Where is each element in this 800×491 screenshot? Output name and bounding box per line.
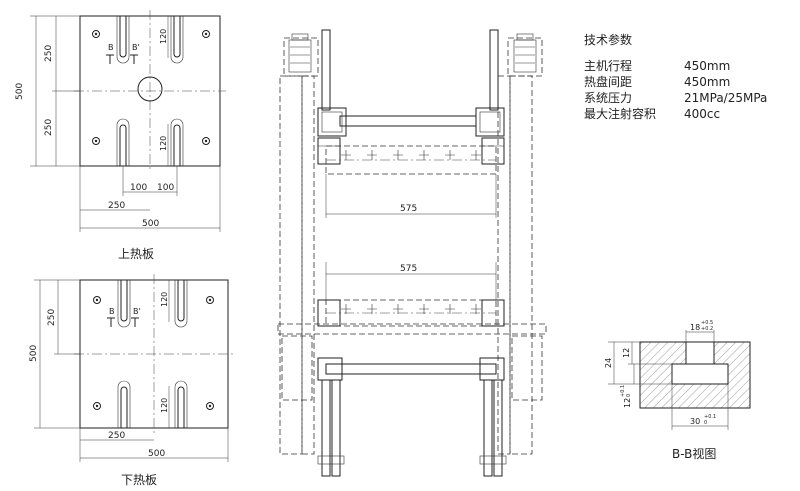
section-caption: B-B视图 <box>672 446 716 461</box>
dim-bottom-width: 30 <box>690 417 700 426</box>
dim-top-span: 575 <box>400 204 417 214</box>
guide-rod <box>483 379 493 477</box>
spec-table: 技术参数 主机行程 450mm 热盘间距 450mm 系统压力 21MPa/25… <box>584 32 767 121</box>
spec-label: 主机行程 <box>584 58 632 73</box>
top-plate-caption: 上热板 <box>118 247 154 261</box>
plus-marker <box>341 304 481 314</box>
dim-bottom-span: 575 <box>400 264 417 274</box>
dim-depth-12: 12 <box>622 348 631 358</box>
dim-slot-top: 120 <box>159 29 168 44</box>
center-hole <box>137 76 163 102</box>
dim-half-height-top: 250 <box>44 45 54 62</box>
spec-label: 热盘间距 <box>584 74 632 89</box>
dim-height: 500 <box>29 345 39 362</box>
spec-label: 最大注射容积 <box>584 106 656 121</box>
lower-platen <box>277 323 547 335</box>
dim-slot-left: 100 <box>130 183 147 193</box>
t-slot <box>117 280 188 428</box>
dim-top-tol-lower: +0.2 <box>701 326 713 332</box>
bottom-crossbeam <box>325 363 497 375</box>
dim-slot-height: 12 <box>623 398 632 408</box>
dim-bottom-tol-upper: +0.1 <box>704 414 716 420</box>
dim-slot-height-tol-lower: 0 <box>626 394 632 397</box>
press-assembly: 575 575 <box>277 29 547 477</box>
plus-marker <box>341 150 481 160</box>
dim-width: 500 <box>148 449 165 459</box>
top-crossbeam <box>339 115 477 127</box>
section-mark-b: B <box>109 307 115 316</box>
bottom-plate-view: B B' 120 120 500 250 250 500 下热板 <box>29 274 234 487</box>
right-column <box>509 75 533 455</box>
dim-slot-top: 120 <box>160 292 169 307</box>
dim-slot-bottom: 120 <box>159 136 168 151</box>
dim-half-height: 250 <box>47 309 57 326</box>
clamp-block <box>475 107 505 137</box>
dim-width: 500 <box>142 219 159 229</box>
dim-slot-right: 100 <box>157 183 174 193</box>
spec-title: 技术参数 <box>584 32 632 47</box>
column-cap <box>283 33 319 77</box>
spec-value: 450mm <box>684 59 730 73</box>
column-cap <box>507 33 543 77</box>
t-slot <box>116 16 184 166</box>
spec-value: 21MPa/25MPa <box>684 91 767 105</box>
spec-value: 400cc <box>684 107 720 121</box>
section-mark-b: B <box>108 43 114 52</box>
dim-half-height-bottom: 250 <box>44 119 54 136</box>
guide-rod <box>321 29 331 111</box>
section-mark-b-prime: B' <box>132 43 140 52</box>
dim-height: 500 <box>15 83 25 100</box>
guide-rod <box>489 29 499 111</box>
bolt-hole-icon <box>93 296 214 410</box>
spec-label: 系统压力 <box>584 91 632 105</box>
guide-rod <box>321 379 331 477</box>
dim-top-tol-upper: +0.5 <box>701 320 713 326</box>
left-column <box>279 75 303 455</box>
dim-top-width: 18 <box>690 323 700 332</box>
dim-depth-24: 24 <box>604 358 613 368</box>
top-plate-view: B B' 120 120 500 250 250 100 100 250 500… <box>15 10 226 261</box>
bolt-hole-icon <box>92 30 210 145</box>
spec-value: 450mm <box>684 75 730 89</box>
section-mark-b-prime: B' <box>133 307 141 316</box>
section-bb-view: 18 +0.5 +0.2 24 12 12 +0.1 0 30 +0.1 0 B… <box>604 320 751 461</box>
dim-half-width: 250 <box>108 431 125 441</box>
dim-half-width: 250 <box>108 201 125 211</box>
dim-slot-height-tol-upper: +0.1 <box>620 385 626 397</box>
dim-bottom-tol-lower: 0 <box>704 420 707 426</box>
dim-slot-bottom: 120 <box>160 398 169 413</box>
bottom-plate-caption: 下热板 <box>121 473 157 487</box>
clamp-block <box>317 107 347 137</box>
